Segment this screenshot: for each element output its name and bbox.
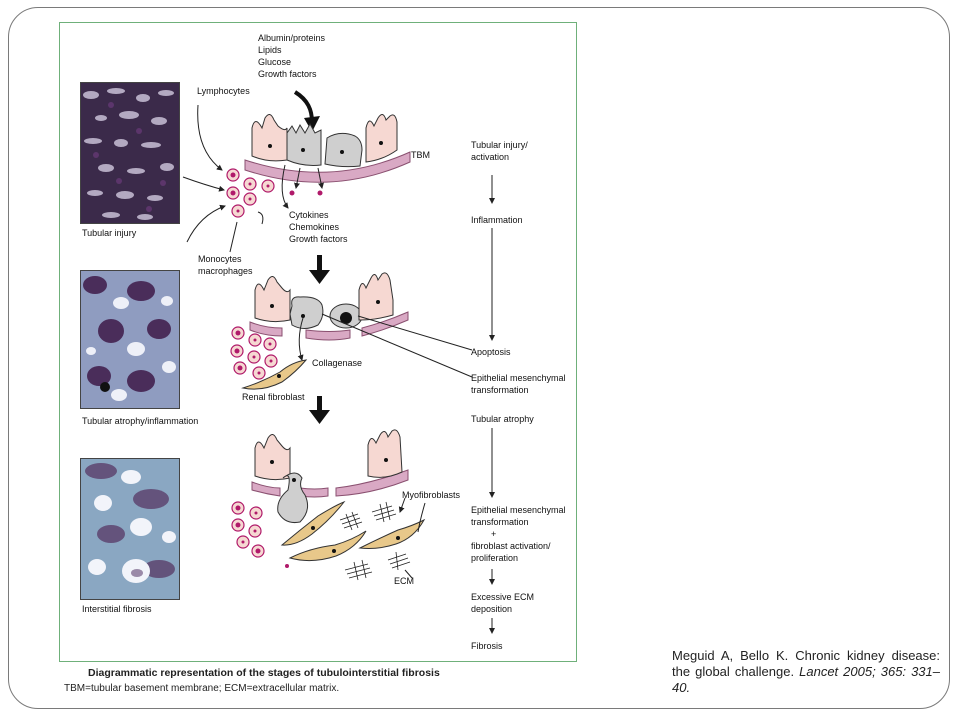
- stage-fibroblast-2: proliferation: [471, 553, 519, 563]
- macrophages-label: macrophages: [198, 266, 253, 276]
- stage-plus: +: [491, 529, 497, 539]
- histology-tubular-injury-image: [80, 82, 180, 224]
- stage-emt1-2: transformation: [471, 385, 529, 395]
- stage-tubular-injury-1: Tubular injury/: [471, 140, 528, 150]
- tbm-label: TBM: [411, 150, 430, 160]
- stage-arrow-2: [309, 396, 330, 424]
- stage-excess-ecm-1: Excessive ECM: [471, 592, 535, 602]
- tubule-panel-2: [249, 272, 473, 378]
- stage-apoptosis: Apoptosis: [471, 347, 511, 357]
- stage-fibroblast-1: fibroblast activation/: [471, 541, 551, 551]
- leukocytes-cluster-3: [231, 501, 289, 568]
- stage-tubular-injury-2: activation: [471, 152, 510, 162]
- substance-glucose: Glucose: [258, 57, 292, 67]
- monocytes-label: Monocytes: [198, 254, 242, 264]
- citation-text: Meguid A, Bello K. Chronic kidney diseas…: [672, 648, 940, 679]
- leukocytes-cluster-1: [182, 104, 275, 253]
- myofibroblasts-label: Myofibroblasts: [402, 490, 461, 500]
- substance-growth-factors: Growth factors: [258, 69, 317, 79]
- renal-fibroblast-cell: [241, 359, 308, 390]
- myofibroblasts-and-ecm: [280, 497, 426, 581]
- collagenase-label: Collagenase: [312, 358, 363, 368]
- leukocytes-cluster-2: [230, 326, 278, 380]
- tubule-panel-1: [244, 114, 411, 209]
- histology-label-atrophy: Tubular atrophy/inflammation: [82, 416, 199, 426]
- histology-interstitial-fibrosis-image: [80, 458, 180, 600]
- figure-caption-abbreviations: TBM=tubular basement membrane; ECM=extra…: [64, 683, 340, 694]
- stage-fibrosis: Fibrosis: [471, 641, 503, 651]
- stage-excess-ecm-2: deposition: [471, 604, 513, 614]
- substance-albumin: Albumin/proteins: [258, 33, 326, 43]
- tubule-panel-3: [251, 429, 409, 523]
- lymphocytes-label: Lymphocytes: [197, 86, 250, 96]
- mediator-cytokines: Cytokines: [289, 210, 329, 220]
- histology-label-injury: Tubular injury: [82, 228, 137, 238]
- mediator-chemokines: Chemokines: [289, 222, 340, 232]
- stage-emt2-2: transformation: [471, 517, 529, 527]
- histology-label-fibrosis: Interstitial fibrosis: [82, 604, 152, 614]
- substance-lipids: Lipids: [258, 45, 282, 55]
- mediator-growth-factors: Growth factors: [289, 234, 348, 244]
- figure-caption-title: Diagrammatic representation of the stage…: [88, 667, 440, 679]
- stage-emt1-1: Epithelial mesenchymal: [471, 373, 566, 383]
- stage-emt2-1: Epithelial mesenchymal: [471, 505, 566, 515]
- stage-arrow-1: [309, 255, 330, 284]
- filtration-arrow: [293, 90, 320, 132]
- citation-journal: Lancet 2005; 365: 331–40.: [672, 664, 940, 695]
- stage-inflammation: Inflammation: [471, 215, 523, 225]
- citation: Meguid A, Bello K. Chronic kidney diseas…: [672, 648, 940, 696]
- stage-tubular-atrophy: Tubular atrophy: [471, 414, 534, 424]
- slide-frame: [8, 7, 950, 709]
- histology-tubular-atrophy-image: [80, 270, 180, 409]
- ecm-label: ECM: [394, 576, 414, 586]
- renal-fibroblast-label: Renal fibroblast: [242, 392, 305, 402]
